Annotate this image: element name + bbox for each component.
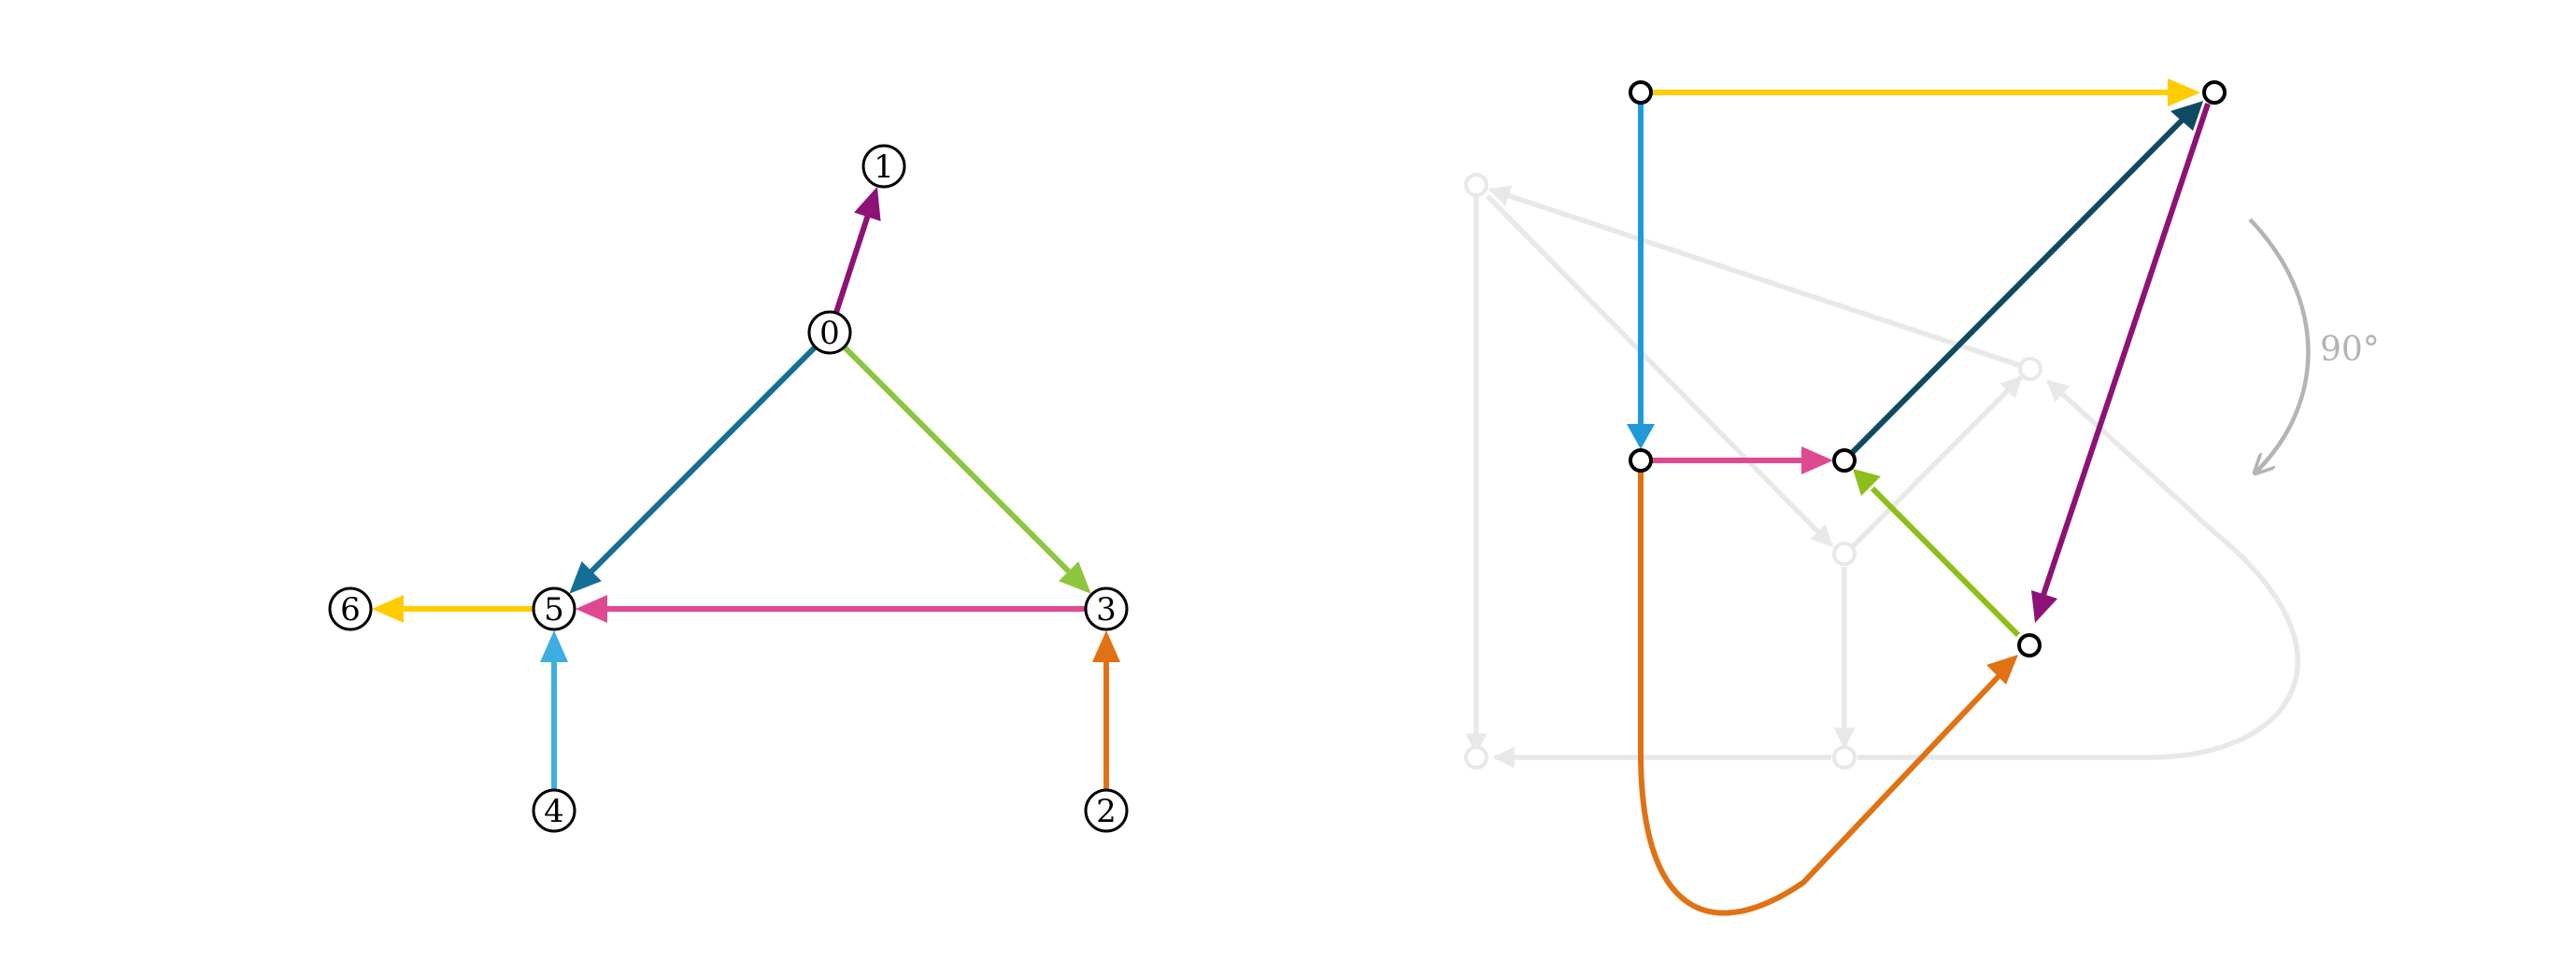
ghost-edge-g4-g3 [1851,375,2023,548]
edge-pink-arrowhead [1801,446,1833,474]
edge-2-3-arrowhead [1092,630,1120,662]
edge-cyan-arrowhead [1627,424,1655,449]
rotated-node-mid-left [1629,448,1653,473]
rotated-node-lower-right [2017,633,2042,657]
node-5 [532,586,576,631]
edge-yellow-arrowhead [2168,78,2200,106]
ghost-node [1464,173,1488,197]
edge-green [1870,486,2021,638]
node-2 [1084,788,1129,833]
node-label-5: 5 [544,591,564,629]
ghost-nodes [1464,173,2042,770]
node-0 [807,310,852,355]
edge-4-5-arrowhead [540,630,568,662]
edge-orange [1638,472,2005,916]
ghost-edges [1465,185,2300,769]
edge-0-3-arrowhead [1059,561,1091,594]
edge-0-5 [588,345,818,575]
left-nodes: 0 1 2 3 4 5 6 [328,144,1129,833]
rotated-nodes [1629,80,2227,657]
edge-purple [2041,103,2211,596]
ghost-node [2018,357,2042,381]
node-label-2: 2 [1096,793,1117,830]
ghost-node [1832,542,1857,566]
edge-0-1 [833,214,871,315]
rotated-node-top-right [2202,80,2227,105]
rotation-arrow [2248,218,2311,472]
edge-orange-arrowhead [1986,655,2018,685]
rotated-node-top-left [1629,80,1653,105]
rotation-angle-label: 90° [2320,331,2380,369]
node-label-3: 3 [1096,591,1117,629]
left-graph: 0 1 2 3 4 5 6 [328,144,1129,833]
edge-navy [1850,117,2185,455]
node-4 [532,788,576,833]
rotated-node-center [1832,448,1857,473]
ghost-edge-loop-g3 [1857,378,2300,760]
node-label-1: 1 [874,148,894,186]
edge-navy-arrowhead [2170,101,2203,131]
node-6 [328,586,373,631]
edge-0-5-arrowhead [569,561,602,594]
edge-5-6-arrowhead [372,595,404,623]
ghost-edge-g0-g4 [1486,194,1833,547]
node-label-6: 6 [340,591,361,629]
edge-green-arrowhead [1853,469,1881,496]
node-3 [1084,586,1129,631]
node-label-0: 0 [819,315,840,352]
ghost-node [1464,745,1488,770]
left-edges [372,186,1120,790]
edge-purple-arrowhead [2031,590,2057,623]
rotated-edges [1638,90,2211,916]
ghost-edge-g3-g0 [1487,185,2031,372]
node-1 [861,144,906,189]
node-label-4: 4 [544,793,564,830]
edge-0-3 [842,345,1073,575]
right-graph: 90° [1464,78,2380,916]
edge-0-1-arrowhead [854,186,881,221]
ghost-node [1832,745,1857,770]
rotated-arrowheads [1627,78,2203,685]
edge-3-5-arrowhead [576,595,607,623]
